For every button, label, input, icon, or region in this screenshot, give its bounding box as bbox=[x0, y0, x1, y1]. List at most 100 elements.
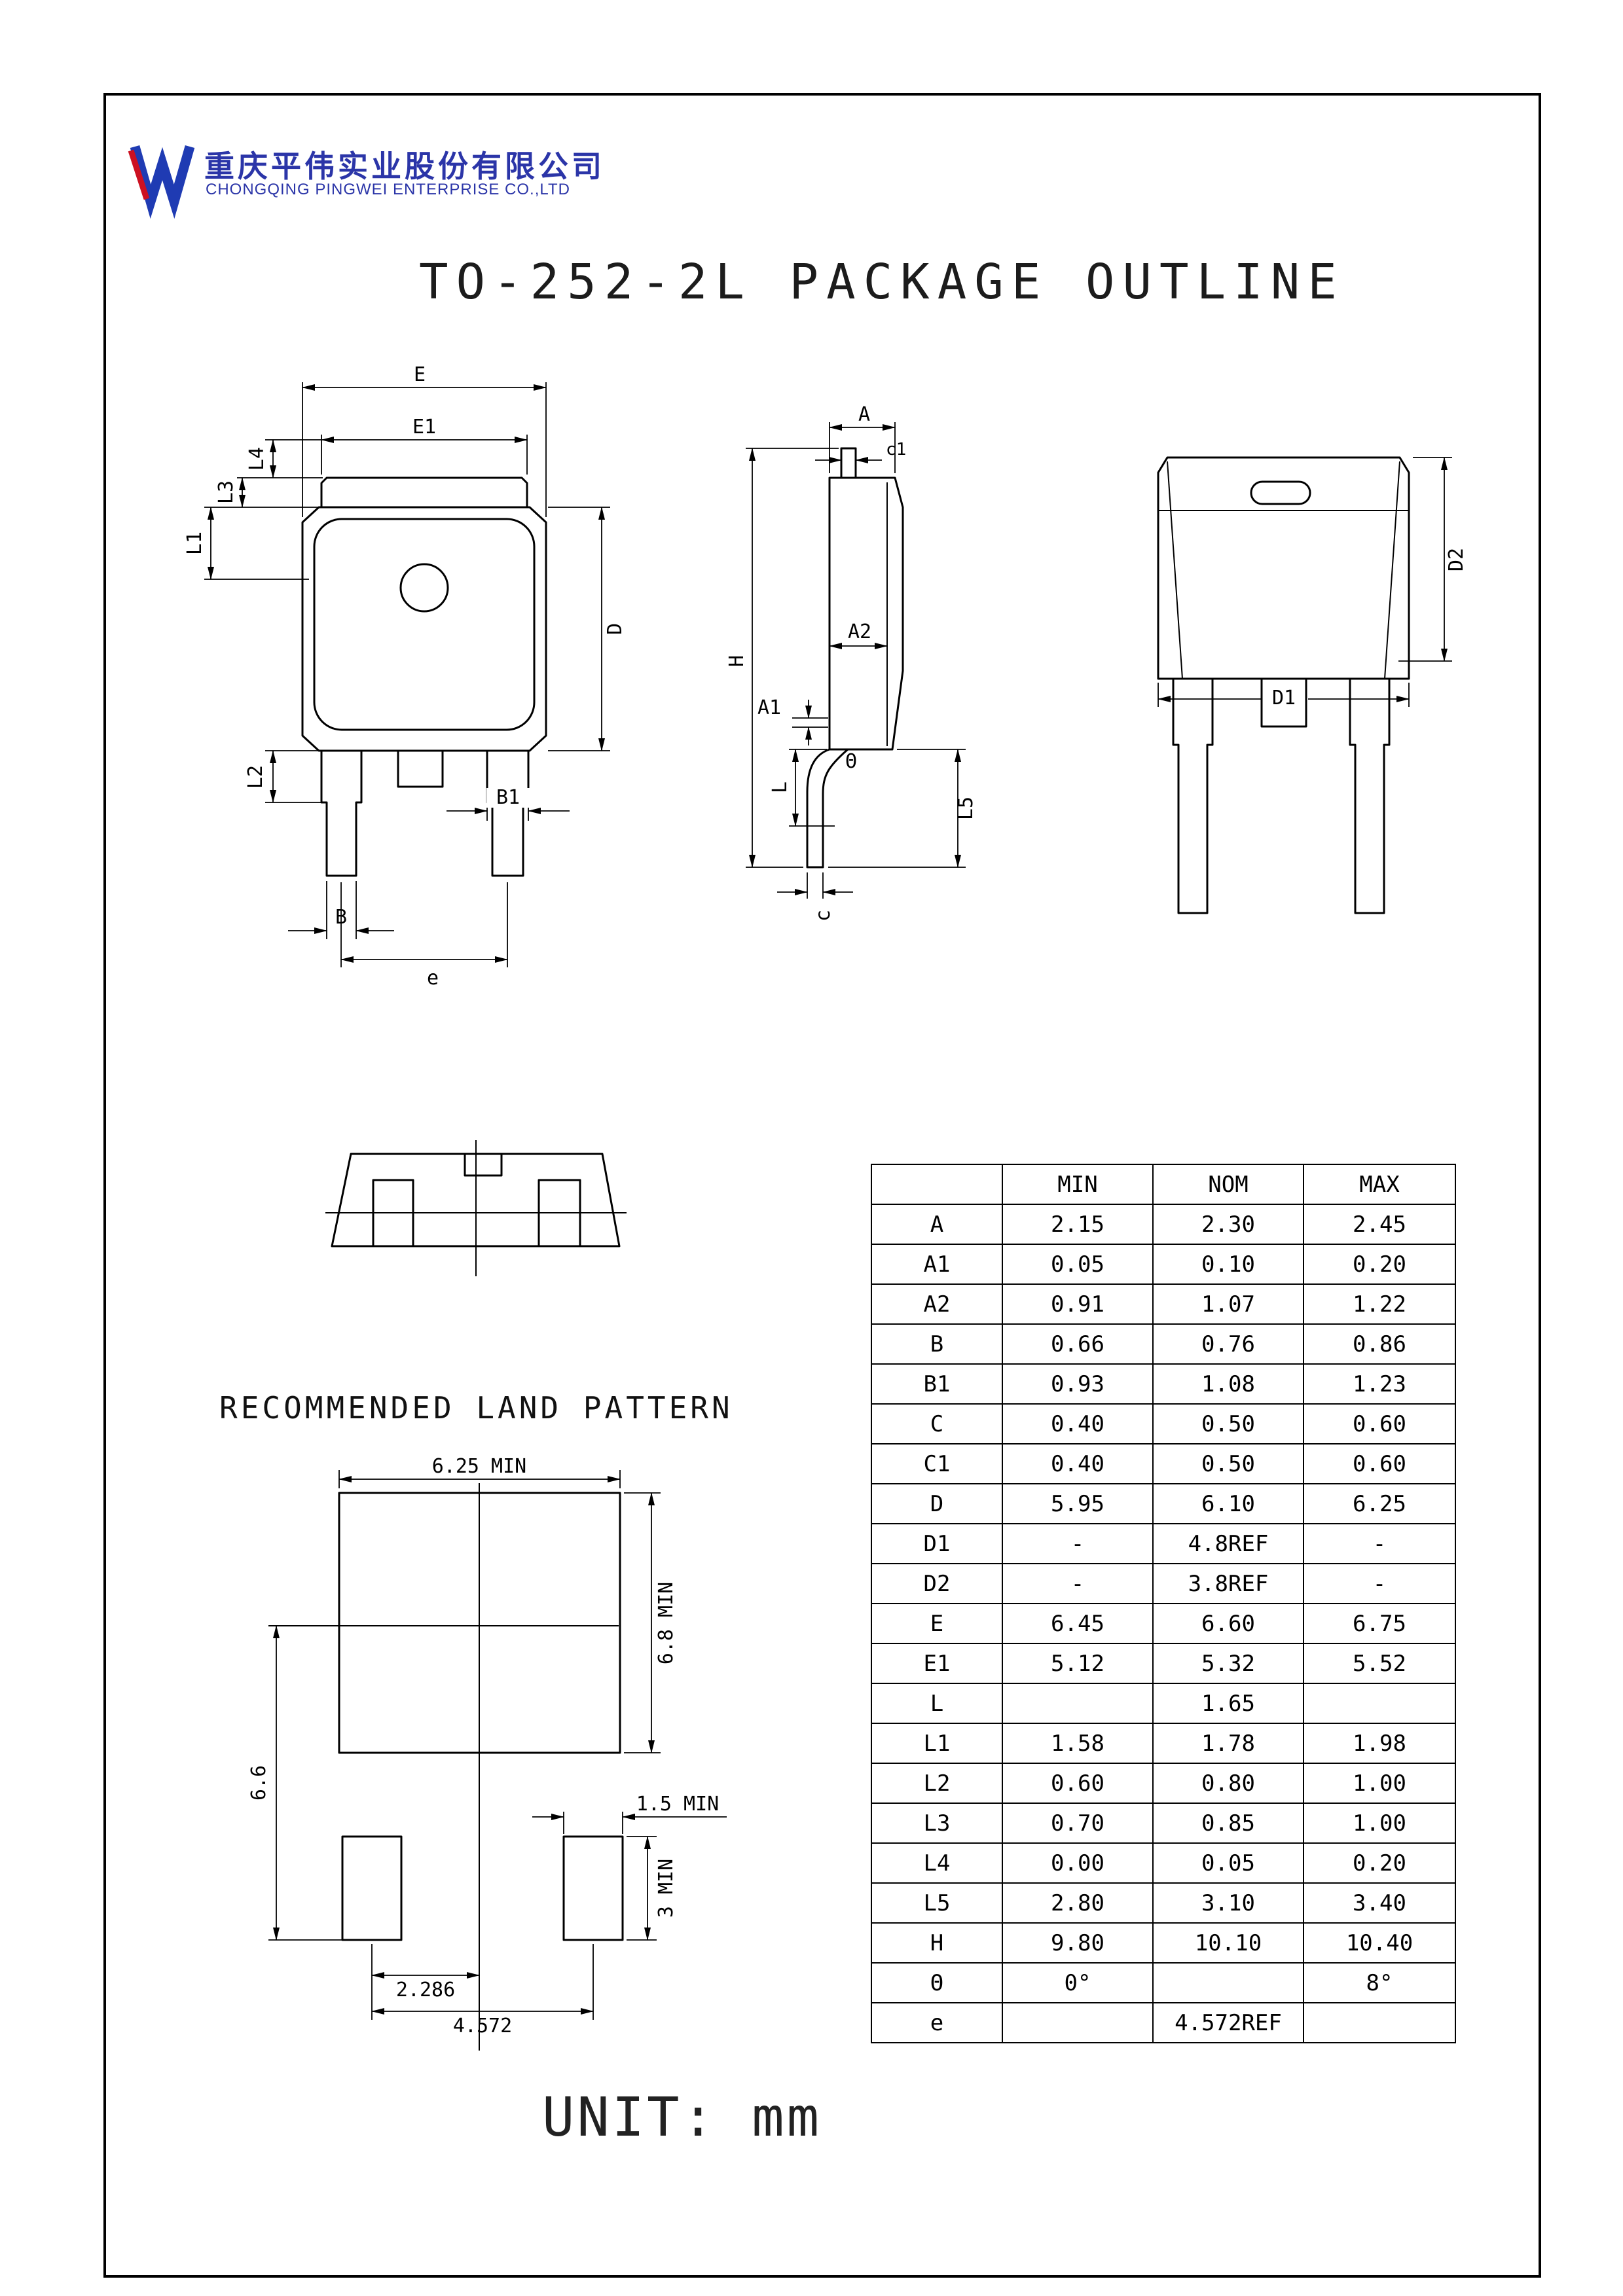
value-cell-max: 0.20 bbox=[1303, 1842, 1456, 1884]
lead-pad-left bbox=[341, 1835, 403, 1941]
dimension-symbol-cell: A1 bbox=[871, 1244, 1003, 1285]
value-cell-max: 3.40 bbox=[1303, 1882, 1456, 1924]
value-cell-min: 0.00 bbox=[1002, 1842, 1154, 1884]
value-cell-max: 2.45 bbox=[1303, 1204, 1456, 1245]
value-cell-min: 0.40 bbox=[1002, 1443, 1154, 1484]
header-max: MAX bbox=[1303, 1164, 1456, 1205]
value-cell-max: 6.25 bbox=[1303, 1483, 1456, 1524]
value-cell-max: 8° bbox=[1303, 1962, 1456, 2003]
dimension-table-row: D2-3.8REF- bbox=[871, 1563, 1456, 1604]
value-cell-nom: 0.05 bbox=[1152, 1842, 1304, 1884]
value-cell-nom: 2.30 bbox=[1152, 1204, 1304, 1245]
value-cell-min: 5.12 bbox=[1002, 1643, 1154, 1684]
dimension-symbol-cell: A bbox=[871, 1204, 1003, 1245]
dimension-symbol-cell: D2 bbox=[871, 1563, 1003, 1604]
value-cell-min: 0.91 bbox=[1002, 1283, 1154, 1325]
front-dim-L2: L2 bbox=[244, 765, 267, 789]
value-cell-nom bbox=[1152, 1962, 1304, 2003]
value-cell-min: - bbox=[1002, 1563, 1154, 1604]
dimension-symbol-cell: E1 bbox=[871, 1643, 1003, 1684]
company-name-chinese: 重庆平伟实业股份有限公司 bbox=[204, 149, 605, 184]
value-cell-nom: 0.50 bbox=[1152, 1403, 1304, 1444]
dimension-symbol-cell: L bbox=[871, 1683, 1003, 1724]
value-cell-nom: 3.10 bbox=[1152, 1882, 1304, 1924]
back-dim-D1: D1 bbox=[1272, 687, 1296, 709]
dimension-symbol-cell: L5 bbox=[871, 1882, 1003, 1924]
front-dim-L3: L3 bbox=[215, 480, 238, 504]
unit-label: UNIT: mm bbox=[542, 2087, 822, 2149]
front-dim-L1: L1 bbox=[183, 531, 206, 555]
land-dim-width: 6.25 MIN bbox=[432, 1455, 527, 1478]
land-dim-pad-height: 3 MIN bbox=[655, 1859, 678, 1918]
value-cell-min bbox=[1002, 2002, 1154, 2043]
value-cell-nom: 1.08 bbox=[1152, 1363, 1304, 1405]
value-cell-max: 0.60 bbox=[1303, 1403, 1456, 1444]
value-cell-max: 5.52 bbox=[1303, 1643, 1456, 1684]
value-cell-nom: 0.10 bbox=[1152, 1244, 1304, 1285]
bottom-view-drawing bbox=[325, 1140, 627, 1276]
lead-pad-right bbox=[562, 1835, 624, 1941]
front-dim-D: D bbox=[604, 623, 627, 635]
value-cell-nom: 3.8REF bbox=[1152, 1563, 1304, 1604]
value-cell-max: 1.00 bbox=[1303, 1763, 1456, 1804]
side-dim-A1: A1 bbox=[757, 696, 781, 719]
value-cell-max bbox=[1303, 1683, 1456, 1724]
value-cell-min: 0.66 bbox=[1002, 1323, 1154, 1365]
tab-slot bbox=[1250, 480, 1311, 505]
value-cell-max: 1.22 bbox=[1303, 1283, 1456, 1325]
back-dim-D2: D2 bbox=[1445, 548, 1468, 571]
value-cell-nom: 5.32 bbox=[1152, 1643, 1304, 1684]
dimension-symbol-cell: L3 bbox=[871, 1803, 1003, 1844]
land-dim-pad-width: 1.5 MIN bbox=[636, 1793, 719, 1816]
value-cell-max: 1.98 bbox=[1303, 1723, 1456, 1764]
side-dim-A: A bbox=[858, 403, 870, 426]
value-cell-min bbox=[1002, 1683, 1154, 1724]
value-cell-min: 0.60 bbox=[1002, 1763, 1154, 1804]
land-dim-left: 6.6 bbox=[247, 1765, 270, 1801]
value-cell-nom: 1.65 bbox=[1152, 1683, 1304, 1724]
page-title: TO-252-2L PACKAGE OUTLINE bbox=[419, 254, 1345, 310]
dimension-table-row: D1-4.8REF- bbox=[871, 1523, 1456, 1564]
value-cell-max: 0.60 bbox=[1303, 1443, 1456, 1484]
side-dim-A2: A2 bbox=[848, 620, 871, 643]
side-dim-H: H bbox=[725, 655, 748, 667]
value-cell-min: 2.80 bbox=[1002, 1882, 1154, 1924]
dimension-symbol-cell: H bbox=[871, 1922, 1003, 1964]
land-dim-pitch: 4.572 bbox=[453, 2015, 512, 2037]
value-cell-min: 0.70 bbox=[1002, 1803, 1154, 1844]
side-dim-c: c bbox=[812, 910, 835, 922]
front-dim-E1: E1 bbox=[412, 416, 436, 439]
dimension-symbol-cell: L4 bbox=[871, 1842, 1003, 1884]
value-cell-max: 0.86 bbox=[1303, 1323, 1456, 1365]
value-cell-min: 0° bbox=[1002, 1962, 1154, 2003]
dimension-symbol-cell: L2 bbox=[871, 1763, 1003, 1804]
company-logo bbox=[128, 145, 195, 219]
value-cell-max: - bbox=[1303, 1563, 1456, 1604]
corner-cell bbox=[871, 1164, 1003, 1205]
value-cell-min: 5.95 bbox=[1002, 1483, 1154, 1524]
dimension-table-row: L 1.65 bbox=[871, 1683, 1456, 1724]
dimension-symbol-cell: C bbox=[871, 1403, 1003, 1444]
front-dim-B1: B1 bbox=[496, 786, 520, 809]
land-pattern-title: RECOMMENDED LAND PATTERN bbox=[219, 1390, 733, 1426]
land-dim-half-pitch: 2.286 bbox=[396, 1979, 455, 2001]
page-border bbox=[103, 93, 1541, 2278]
value-cell-max bbox=[1303, 2002, 1456, 2043]
front-dim-L4: L4 bbox=[246, 447, 268, 471]
side-dim-theta: Θ bbox=[845, 750, 857, 773]
dimension-symbol-cell: e bbox=[871, 2002, 1003, 2043]
header-min: MIN bbox=[1002, 1164, 1154, 1205]
